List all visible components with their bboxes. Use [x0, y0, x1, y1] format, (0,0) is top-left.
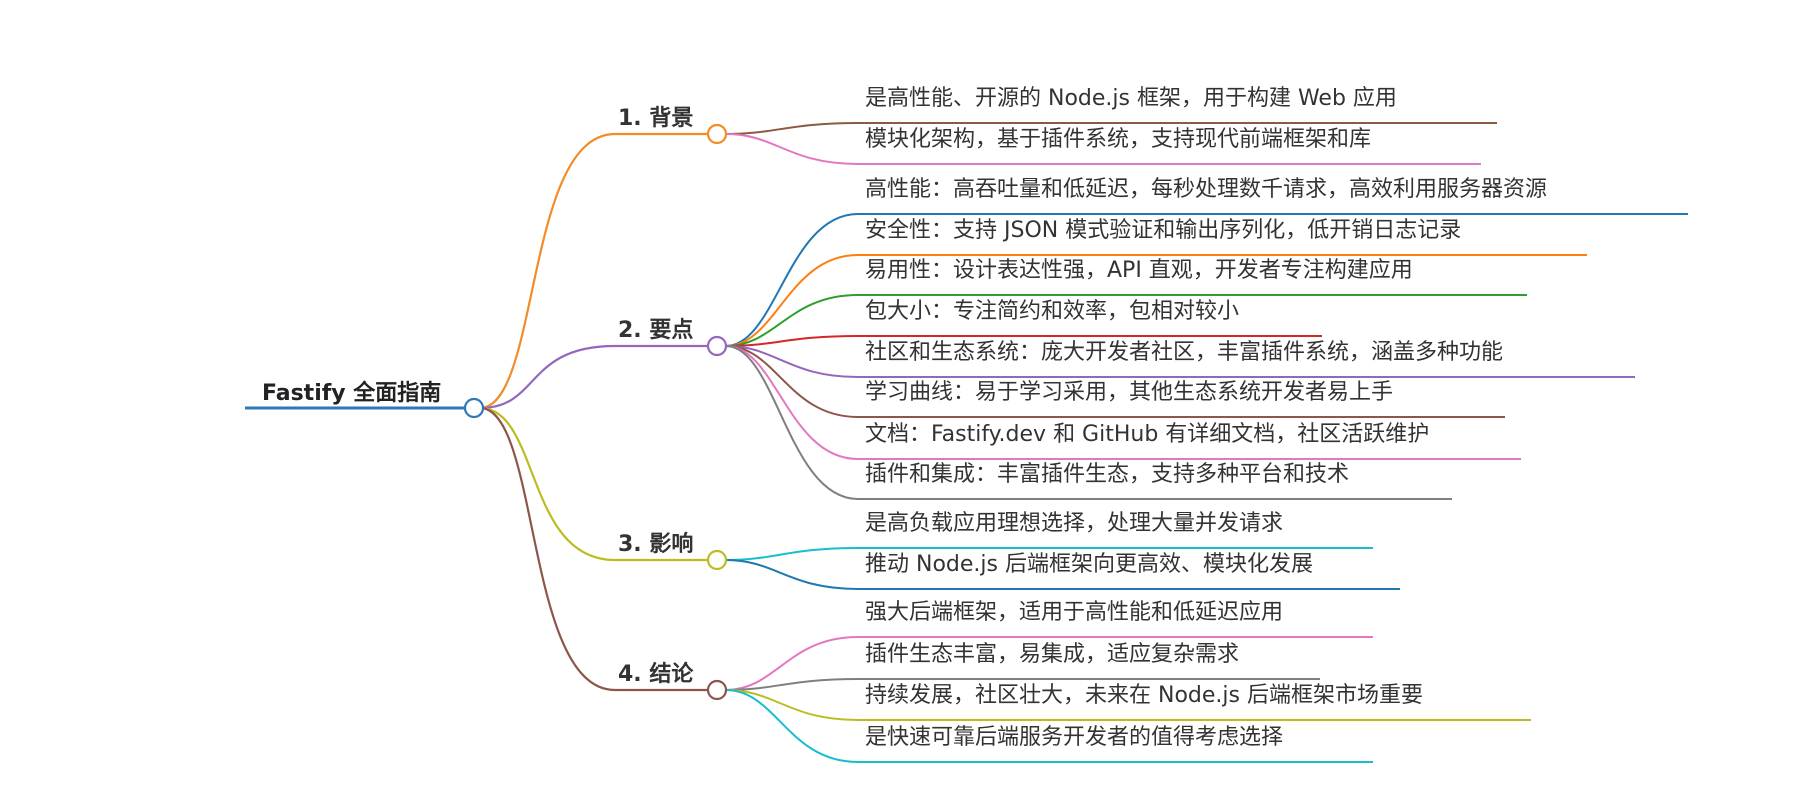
- branch-node-circle[interactable]: [706, 549, 728, 571]
- branch-node-circle[interactable]: [706, 335, 728, 357]
- leaf-connector: [725, 133, 859, 165]
- leaf-label: 安全性：支持 JSON 模式验证和输出序列化，低开销日志记录: [865, 218, 1462, 243]
- mindmap-node-markers: [463, 123, 728, 701]
- leaf-connector: [725, 636, 859, 691]
- mindmap-connectors: [245, 122, 1688, 763]
- branch-label: 4. 结论: [618, 662, 694, 687]
- branch-node-circle[interactable]: [706, 123, 728, 145]
- leaf-connector: [725, 254, 859, 347]
- leaf-connector: [725, 689, 859, 721]
- branch-label: 3. 影响: [618, 532, 694, 557]
- leaf-label: 持续发展，社区壮大，未来在 Node.js 后端框架市场重要: [865, 683, 1423, 708]
- leaf-label: 插件和集成：丰富插件生态，支持多种平台和技术: [865, 462, 1350, 487]
- leaf-label: 文档：Fastify.dev 和 GitHub 有详细文档，社区活跃维护: [865, 422, 1430, 447]
- leaf-connector: [725, 689, 859, 763]
- leaf-connector: [725, 122, 859, 135]
- leaf-label: 是高性能、开源的 Node.js 框架，用于构建 Web 应用: [865, 86, 1397, 111]
- root-node-circle[interactable]: [463, 397, 485, 419]
- leaf-connector: [725, 678, 859, 691]
- leaf-connector: [725, 294, 859, 347]
- root-node-label: Fastify 全面指南: [262, 381, 442, 406]
- leaf-label: 插件生态丰富，易集成，适应复杂需求: [865, 642, 1240, 667]
- leaf-label: 社区和生态系统：庞大开发者社区，丰富插件系统，涵盖多种功能: [865, 340, 1504, 365]
- branch-connector: [479, 406, 616, 562]
- leaf-label: 是快速可靠后端服务开发者的值得考虑选择: [865, 725, 1284, 750]
- leaf-connector: [725, 345, 859, 378]
- branch-connector: [479, 132, 616, 410]
- leaf-label: 强大后端框架，适用于高性能和低延迟应用: [865, 600, 1284, 625]
- leaf-connector: [725, 213, 859, 347]
- leaf-label: 高性能：高吞吐量和低延迟，每秒处理数千请求，高效利用服务器资源: [865, 177, 1548, 202]
- leaf-label: 推动 Node.js 后端框架向更高效、模块化发展: [865, 552, 1313, 577]
- leaf-connector: [725, 559, 859, 590]
- branch-label: 1. 背景: [618, 106, 694, 131]
- leaf-label: 是高负载应用理想选择，处理大量并发请求: [865, 511, 1284, 536]
- leaf-label: 模块化架构，基于插件系统，支持现代前端框架和库: [865, 127, 1372, 152]
- leaf-connector: [725, 345, 859, 418]
- branch-connector: [479, 406, 616, 692]
- branch-connector: [479, 344, 616, 410]
- leaf-connector: [725, 547, 859, 561]
- leaf-connector: [725, 345, 859, 500]
- leaf-label: 易用性：设计表达性强，API 直观，开发者专注构建应用: [865, 258, 1413, 283]
- branch-label: 2. 要点: [618, 318, 694, 343]
- leaf-label: 包大小：专注简约和效率，包相对较小: [865, 299, 1240, 324]
- leaf-connector: [725, 345, 859, 460]
- leaf-label: 学习曲线：易于学习采用，其他生态系统开发者易上手: [865, 380, 1394, 405]
- branch-node-circle[interactable]: [706, 679, 728, 701]
- leaf-connector: [725, 335, 859, 347]
